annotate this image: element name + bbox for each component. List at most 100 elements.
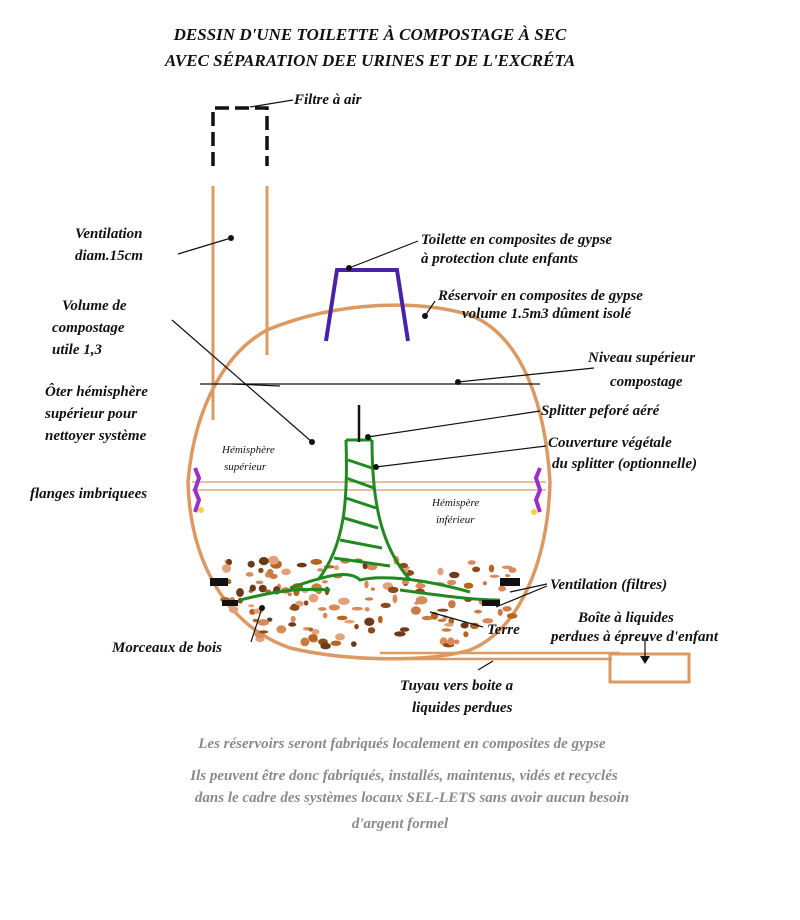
soil-particle	[288, 622, 297, 627]
label-ventilation-diam: diam.15cm	[75, 248, 143, 264]
leak-box	[608, 652, 691, 684]
soil-particle	[310, 558, 323, 565]
soil-particle	[498, 585, 506, 592]
soil-particle	[245, 572, 254, 577]
soil-particle	[467, 560, 476, 565]
soil-particle	[463, 582, 474, 589]
soil-particle	[303, 600, 309, 606]
soil-particle	[228, 606, 239, 614]
soil-particle	[322, 612, 328, 619]
soil-particle	[296, 562, 307, 568]
soil-particle	[377, 615, 383, 624]
soil-particle	[401, 580, 410, 585]
label-ventilation: Ventilation	[75, 226, 143, 242]
soil-particle	[247, 560, 255, 568]
soil-particle	[437, 567, 444, 576]
soil-particle	[287, 592, 292, 597]
soil-particle	[258, 584, 267, 593]
flanges	[192, 467, 543, 515]
soil-particle	[222, 564, 231, 573]
label-volume: Volume de	[62, 298, 127, 314]
soil-particle	[236, 588, 244, 597]
leader-lines	[171, 99, 646, 671]
soil-particle	[488, 564, 495, 573]
label-flanges: flanges imbriquees	[30, 486, 147, 502]
label-filtre: Filtre à air	[293, 92, 362, 108]
soil-particle	[344, 619, 355, 624]
soil-particle	[414, 601, 420, 605]
label-terre: Terre	[487, 622, 520, 638]
soil-particle	[497, 608, 503, 616]
soil-particle	[290, 604, 300, 611]
soil-particle	[252, 618, 259, 623]
soil-particle	[489, 574, 500, 578]
soil-particle	[453, 639, 460, 645]
soil-particle	[474, 609, 482, 614]
label-hemisphere-superieur-2: supérieur	[224, 461, 267, 473]
soil-particle	[447, 637, 455, 646]
diagram-title-line2: AVEC SÉPARATION DEE URINES ET DE L'EXCRÉ…	[164, 51, 575, 70]
soil-particle	[399, 627, 410, 632]
soil-particle	[226, 558, 233, 566]
soil-particle	[501, 565, 513, 569]
label-reservoir: Réservoir en composites de gypse	[437, 288, 643, 304]
label-hemisphere-superieur: Hémisphère	[221, 444, 275, 456]
soil-particle	[460, 622, 469, 629]
soil-particle	[449, 571, 460, 579]
soil-particle	[410, 606, 421, 615]
soil-particle	[308, 593, 319, 603]
soil-particle	[267, 617, 273, 622]
label-oter-nettoyer: nettoyer système	[45, 428, 147, 444]
soil-particle	[300, 637, 310, 647]
soil-particle	[308, 634, 318, 642]
soil-particle	[351, 641, 357, 647]
soil-particle	[321, 580, 328, 584]
soil-particle	[364, 597, 374, 601]
soil-particle	[463, 631, 469, 638]
soil-particle	[330, 640, 342, 646]
soil-particle	[257, 619, 270, 626]
label-couverture-splitter: du splitter (optionnelle)	[552, 456, 697, 472]
soil-particle	[364, 607, 370, 612]
footer-line4: d'argent formel	[352, 816, 449, 832]
splitter	[239, 438, 501, 602]
label-hemisphere-inferieur: Hémispère	[431, 497, 479, 509]
soil-particle	[502, 606, 512, 612]
soil-particle	[351, 606, 363, 611]
soil-particle	[444, 622, 454, 627]
soil-particle	[281, 568, 291, 576]
soil-particle	[318, 607, 327, 611]
soil-particle	[508, 567, 517, 573]
label-toilette: Toilette en composites de gypse	[421, 232, 612, 248]
soil-particle	[308, 627, 314, 632]
footer-line2: Ils peuvent être donc fabriqués, install…	[189, 768, 618, 784]
soil-particle	[258, 567, 264, 574]
soil-particle	[311, 628, 320, 635]
soil-particle	[387, 586, 399, 594]
leader-dots	[228, 235, 461, 611]
soil-particle	[394, 631, 406, 637]
label-couverture: Couverture végétale	[548, 435, 672, 451]
soil-particle	[505, 574, 511, 578]
soil-particle	[370, 587, 375, 591]
soil-particle	[437, 608, 449, 612]
soil-particle	[267, 568, 274, 576]
soil-particle	[317, 568, 324, 572]
soil-particle	[333, 565, 339, 571]
soil-particle	[506, 613, 518, 619]
label-boite: Boîte à liquides	[577, 610, 674, 626]
soil-particle	[249, 584, 256, 592]
footer-line1: Les réservoirs seront fabriqués localeme…	[197, 736, 606, 752]
label-boite-epreuve: perdues à épreuve d'enfant	[549, 629, 719, 645]
label-oter-superieur: supérieur pour	[44, 406, 137, 422]
label-volume-compostage: compostage	[52, 320, 125, 336]
soil-particle	[320, 642, 331, 650]
label-reservoir-volume: volume 1.5m3 dûment isolé	[462, 306, 633, 322]
soil-particle	[437, 618, 447, 623]
soil-particle	[354, 623, 359, 630]
drain-pipe	[380, 651, 620, 661]
soil-particle	[380, 602, 391, 609]
soil-particle	[472, 566, 481, 573]
soil-particle	[482, 581, 487, 586]
label-morceaux: Morceaux de bois	[111, 640, 222, 656]
